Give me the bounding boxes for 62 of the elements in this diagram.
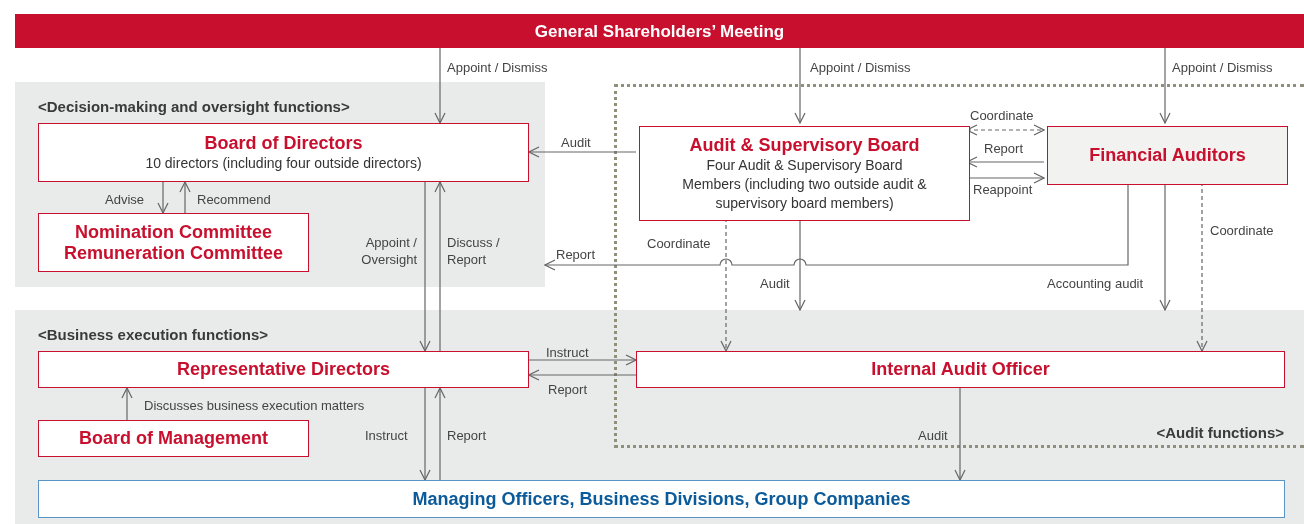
box-title: Internal Audit Officer — [870, 359, 1051, 380]
arrow — [528, 369, 637, 381]
box-title: Managing Officers, Business Divisions, Group Companies — [411, 488, 912, 510]
edge-label: Recommend — [197, 191, 271, 208]
edge-label: Coordinate — [647, 235, 711, 252]
arrow — [419, 387, 431, 481]
edge-label: Instruct — [365, 427, 408, 444]
edge-label: Coordinate — [970, 107, 1034, 124]
arrow — [1159, 47, 1171, 124]
function-area — [15, 82, 545, 287]
edge-label: Coordinate — [1210, 222, 1274, 239]
edge-label: Discusses business execution matters — [144, 397, 365, 414]
section-heading: <Business execution functions> — [38, 325, 269, 345]
edge-label: Audit — [918, 427, 948, 444]
section-heading: <Audit functions> — [1155, 423, 1285, 443]
edge-label: Report — [984, 140, 1024, 157]
edge-label: Report — [556, 246, 596, 263]
arrow — [794, 47, 806, 124]
edge-label: Report — [548, 381, 588, 398]
function-area — [614, 84, 1304, 448]
org-box — [639, 126, 970, 221]
edge-label: Appoint / Dismiss — [447, 59, 548, 76]
edge-label: Audit — [561, 134, 591, 151]
arrow — [528, 354, 637, 366]
edge-label: Appoint / Dismiss — [1172, 59, 1273, 76]
edge-label: Advise — [105, 191, 145, 208]
edge-label: Appoint / Dismiss — [810, 59, 911, 76]
arrow — [954, 387, 966, 481]
box-title: Representative Directors — [175, 359, 392, 380]
meeting-banner — [15, 14, 1304, 48]
org-box — [38, 420, 309, 457]
edge-label: Audit — [760, 275, 790, 292]
arrow — [434, 181, 446, 352]
edge-label: Appoint / Oversight — [360, 234, 417, 268]
edge-label: Accounting audit — [1047, 275, 1144, 292]
edge-label: Instruct — [546, 344, 589, 361]
box-title: Nomination Committee Remuneration Committee — [62, 221, 284, 264]
function-area — [15, 310, 1304, 524]
org-box — [38, 351, 529, 388]
box-description: Four Audit & Supervisory Board Members (including two outside audit & supervisory board members) — [681, 155, 928, 213]
box-title: Board of Management — [78, 428, 269, 449]
arrow — [179, 181, 191, 214]
edge-label: Report — [447, 427, 487, 444]
box-title: Board of Directors — [203, 132, 364, 154]
org-box — [38, 213, 309, 272]
arrow — [528, 146, 637, 158]
box-title: General Shareholders’ Meeting — [533, 20, 786, 42]
box-title: Audit & Supervisory Board — [688, 134, 921, 156]
org-box — [38, 123, 529, 182]
box-description: 10 directors (including four outside directors) — [144, 153, 423, 173]
section-heading: <Decision-making and oversight functions> — [38, 97, 350, 117]
org-box — [1047, 126, 1288, 185]
box-title: Financial Auditors — [1088, 145, 1247, 166]
org-box — [38, 480, 1285, 518]
arrow — [434, 387, 446, 481]
arrow — [157, 181, 169, 214]
arrow — [434, 47, 446, 124]
arrow — [419, 181, 431, 352]
org-box — [636, 351, 1285, 388]
edge-label: Discuss / Report — [447, 234, 501, 268]
arrow — [121, 387, 133, 421]
edge-label: Reappoint — [973, 181, 1033, 198]
